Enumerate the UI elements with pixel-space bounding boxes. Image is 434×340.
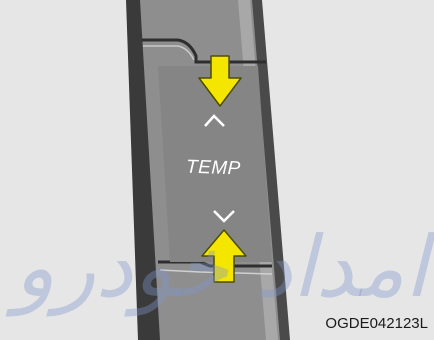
figure-code: OGDE042123L — [325, 315, 428, 332]
temp-button-label: TEMP — [186, 157, 267, 182]
